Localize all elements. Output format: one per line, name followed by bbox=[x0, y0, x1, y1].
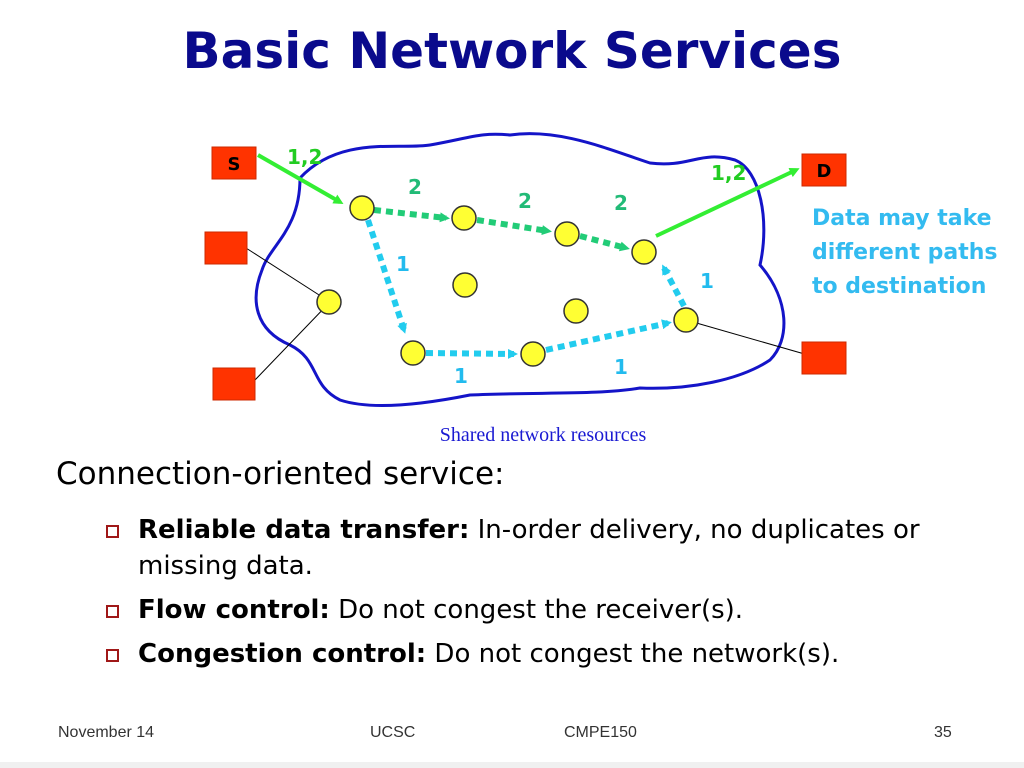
bullet-list: Reliable data transfer: In-order deliver… bbox=[104, 512, 984, 680]
bullet-label: Reliable data transfer: bbox=[138, 515, 470, 545]
router-h bbox=[673, 307, 699, 333]
destination-access-arrow bbox=[655, 168, 800, 238]
router-c bbox=[554, 221, 580, 247]
network-cloud bbox=[254, 132, 786, 407]
path1-hop-3 bbox=[545, 319, 672, 353]
slide-title: Basic Network Services bbox=[182, 22, 842, 80]
router-i bbox=[400, 340, 426, 366]
edge-label-top-3: 2 bbox=[614, 191, 628, 215]
destination-host bbox=[801, 153, 847, 187]
footer-page-number: 35 bbox=[934, 724, 952, 741]
bullet-square-icon bbox=[106, 649, 119, 662]
path1-hop-2 bbox=[425, 348, 518, 359]
section-heading: Connection-oriented service: bbox=[56, 456, 505, 492]
source-access-arrow bbox=[257, 153, 344, 204]
bullet-label: Congestion control: bbox=[138, 639, 427, 669]
network-diagram: S D 1,2 1,2 2 2 2 1 1 1 1 bbox=[204, 132, 847, 407]
router-j bbox=[520, 341, 546, 367]
host-left-bottom bbox=[212, 367, 256, 401]
bullet-text: In-order delivery, no duplicates or miss… bbox=[138, 515, 920, 581]
path1-hop-4 bbox=[661, 264, 687, 308]
bullet-square-icon bbox=[106, 605, 119, 618]
destination-host-label: D bbox=[817, 161, 832, 182]
host-left-top bbox=[204, 231, 248, 265]
footer-org: UCSC bbox=[370, 724, 416, 741]
router-g bbox=[563, 298, 589, 324]
edge-label-top-2: 2 bbox=[518, 189, 532, 213]
path2-hop-3 bbox=[579, 233, 630, 252]
path2-hop-2 bbox=[476, 217, 552, 236]
bullet-congestion-control: Congestion control: Do not congest the n… bbox=[104, 636, 984, 672]
path1-hop-1 bbox=[365, 219, 407, 334]
router-b bbox=[451, 205, 477, 231]
footer-date: November 14 bbox=[58, 724, 155, 741]
paths-note: Data may take different paths to destina… bbox=[812, 206, 998, 299]
bullet-text: Do not congest the receiver(s). bbox=[329, 595, 744, 625]
bullet-flow-control: Flow control: Do not congest the receive… bbox=[104, 592, 984, 628]
host-right-bottom bbox=[801, 341, 847, 375]
router-d bbox=[631, 239, 657, 265]
router-f bbox=[452, 272, 478, 298]
source-host bbox=[211, 146, 257, 180]
footer-course: CMPE150 bbox=[564, 724, 637, 741]
bullet-square-icon bbox=[106, 525, 119, 538]
diagram-caption: Shared network resources bbox=[439, 424, 647, 446]
footer-rule bbox=[0, 762, 1024, 768]
edge-label-right-up: 1 bbox=[700, 269, 714, 293]
path2-hop-1 bbox=[373, 207, 450, 223]
bullet-label: Flow control: bbox=[138, 595, 330, 625]
router-e bbox=[316, 289, 342, 315]
bullet-text: Do not congest the network(s). bbox=[426, 639, 840, 669]
bullet-reliable-transfer: Reliable data transfer: In-order deliver… bbox=[104, 512, 984, 584]
edge-label-source: 1,2 bbox=[287, 145, 322, 169]
edge-label-bottom-2: 1 bbox=[614, 355, 628, 379]
router-a bbox=[349, 195, 375, 221]
edge-label-destination: 1,2 bbox=[711, 161, 746, 185]
edge-label-left-down: 1 bbox=[396, 252, 410, 276]
source-host-label: S bbox=[228, 154, 241, 175]
edge-label-bottom-1: 1 bbox=[454, 364, 468, 388]
edge-label-top-1: 2 bbox=[408, 175, 422, 199]
